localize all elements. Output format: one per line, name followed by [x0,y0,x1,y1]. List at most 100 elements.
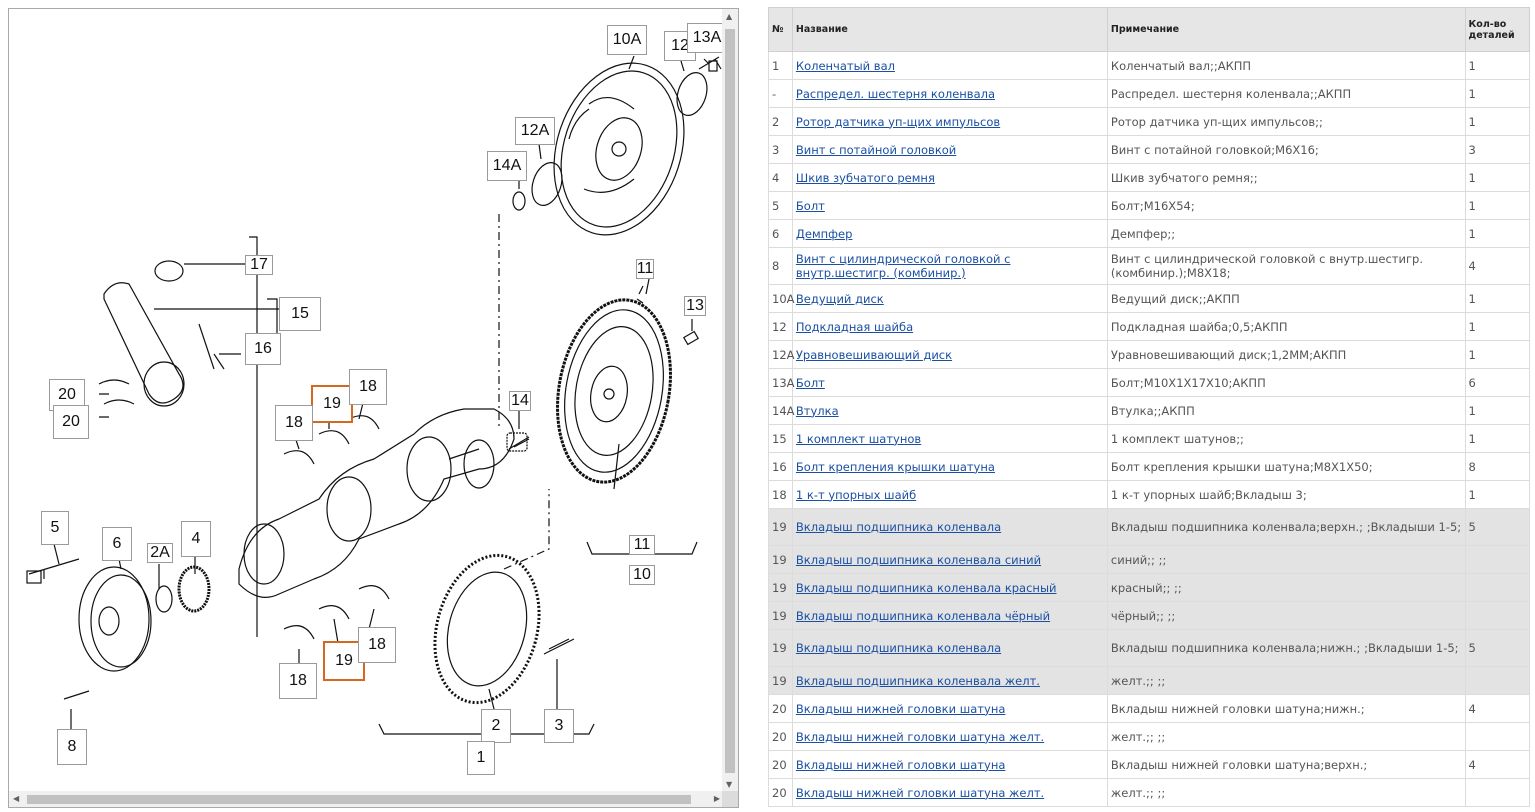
part-name-link[interactable]: Вкладыш нижней головки шатуна желт. [795,785,1045,800]
cell-name: Коленчатый вал [791,51,1108,80]
scroll-down-icon[interactable]: ▼ [726,780,733,789]
callout-label[interactable]: 17 [245,255,273,275]
callout-label[interactable]: 13A [687,23,727,53]
callout-label[interactable]: 18 [275,405,313,441]
callout-label[interactable]: 14 [509,391,531,411]
cell-number: 15 [768,424,793,453]
callout-label[interactable]: 20 [53,405,89,439]
part-name-link[interactable]: Коленчатый вал [795,58,895,73]
part-name-link[interactable]: Болт [795,375,825,390]
callout-label[interactable]: 18 [279,663,317,699]
cell-quantity [1464,601,1531,630]
part-name-link[interactable]: Вкладыш подшипника коленвала синий [795,552,1042,567]
cell-note: Вкладыш нижней головки шатуна;верхн.; [1106,750,1466,779]
part-name-link[interactable]: 1 к-т упорных шайб [795,487,917,502]
callout-label[interactable]: 2A [147,543,173,563]
callout-label[interactable]: 8 [57,729,87,765]
part-name-link[interactable]: Вкладыш подшипника коленвала чёрный [795,608,1051,623]
callout-label[interactable]: 12A [515,117,555,145]
callout-label[interactable]: 13 [684,296,706,316]
part-name-link[interactable]: Втулка [795,403,839,418]
part-name-link[interactable]: Ротор датчика уп-щих импульсов [795,114,1001,129]
callout-label-highlighted[interactable]: 19 [311,385,353,423]
callout-label[interactable]: 16 [245,333,281,365]
part-name-link[interactable]: Болт крепления крышки шатуна [795,459,995,474]
vertical-scroll-thumb[interactable] [725,29,735,773]
callout-label[interactable]: 15 [279,297,321,331]
callout-label[interactable]: 14A [487,151,527,181]
part-name-link[interactable]: Вкладыш нижней головки шатуна желт. [795,729,1045,744]
part-name-link[interactable]: Распредел. шестерня коленвала [795,86,996,101]
part-name-link[interactable]: Вкладыш нижней головки шатуна [795,757,1006,772]
part-name-link[interactable]: Винт с потайной головкой [795,142,957,157]
part-name-link[interactable]: Демпфер [795,226,853,241]
cell-name: Винт с цилиндрической головкой с внутр.ш… [791,247,1108,285]
callout-label[interactable]: 10A [607,25,647,55]
callout-label[interactable]: 11 [629,535,655,555]
part-name-link[interactable]: Вкладыш подшипника коленвала [795,520,1002,534]
part-name-link[interactable]: 1 комплект шатунов [795,431,922,446]
callout-label[interactable]: 18 [349,369,387,405]
part-name-link[interactable]: Вкладыш подшипника коленвала [795,641,1002,655]
scroll-left-icon[interactable]: ◀ [13,794,20,803]
callout-label[interactable]: 6 [102,527,132,561]
callout-label[interactable]: 4 [181,521,211,557]
part-name-link[interactable]: Вкладыш подшипника коленвала красный [795,580,1057,595]
cell-number: 14A [768,396,795,425]
part-name-link[interactable]: Уравновешивающий диск [795,347,953,362]
part-name-link[interactable]: Подкладная шайба [795,319,914,334]
callout-label[interactable]: 10 [629,565,655,585]
vertical-scrollbar[interactable]: ▲ ▼ [722,9,738,793]
cell-name: Вкладыш нижней головки шатуна желт. [791,722,1108,751]
cell-name: Вкладыш подшипника коленвала чёрный [791,601,1108,630]
part-name-link[interactable]: Вкладыш нижней головки шатуна [795,701,1006,716]
part-name-link[interactable]: Винт с цилиндрической головкой с внутр.ш… [795,252,1011,280]
part-name-link[interactable]: Вкладыш подшипника коленвала желт. [795,673,1040,688]
cell-quantity: 3 [1464,135,1531,164]
cell-name: Болт [791,368,1108,397]
callout-label[interactable]: 3 [544,709,574,743]
horizontal-scroll-thumb[interactable] [27,795,691,804]
callout-label[interactable]: 18 [358,627,396,663]
scroll-right-icon[interactable]: ▶ [713,794,720,803]
callout-label[interactable]: 1 [467,741,495,775]
callout-label[interactable]: 11 [636,259,654,279]
cell-quantity: 1 [1464,107,1531,136]
part-name-link[interactable]: Шкив зубчатого ремня [795,170,935,185]
part-name-link[interactable]: Ведущий диск [795,291,884,306]
part-name-link[interactable]: Болт [795,198,825,213]
callout-label[interactable]: 5 [41,511,69,545]
horizontal-scrollbar[interactable]: ◀ ▶ [9,791,724,807]
scroll-up-icon[interactable]: ▲ [726,12,733,21]
callout-label[interactable]: 2 [481,709,511,743]
cell-quantity: 1 [1464,396,1531,425]
